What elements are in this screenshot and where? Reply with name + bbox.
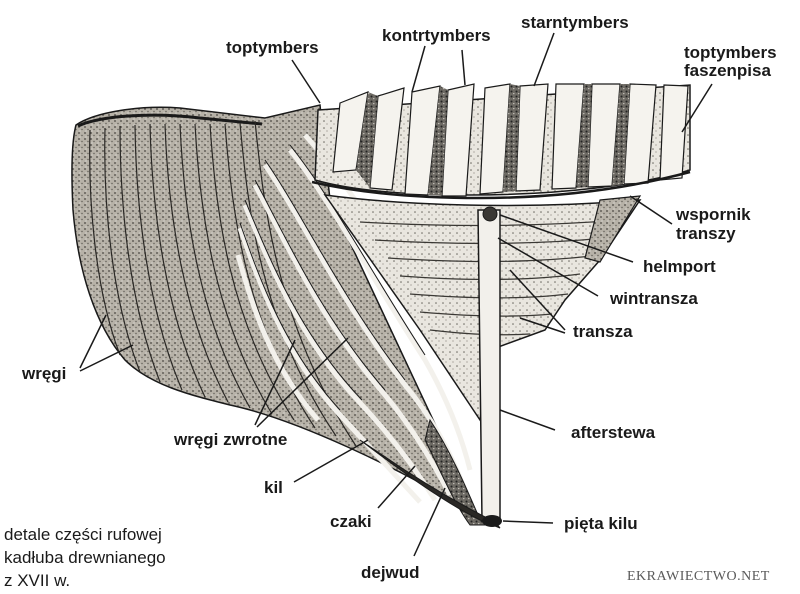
sternpost bbox=[477, 209, 501, 521]
top-timbers bbox=[332, 83, 689, 197]
label-kil: kil bbox=[264, 478, 283, 497]
label-afterstewa: afterstewa bbox=[571, 423, 656, 442]
top-timber-gaps bbox=[356, 84, 630, 196]
label-wintransza: wintransza bbox=[610, 289, 698, 308]
leader-lines bbox=[79, 32, 713, 557]
deck-lower-edge bbox=[311, 170, 691, 200]
label-transza: transza bbox=[573, 322, 633, 341]
figure-caption: detale części rufowej kadłuba drewnianeg… bbox=[4, 523, 166, 592]
label-dejwud: dejwud bbox=[361, 563, 420, 582]
label-wspornik-1: wspornik bbox=[676, 205, 751, 224]
caption-line-1: detale części rufowej bbox=[4, 525, 162, 544]
transom-knee bbox=[584, 195, 642, 263]
label-kontrtymbers: kontrtymbers bbox=[382, 26, 491, 45]
label-toptymbers-faszenpisa-2: faszenpisa bbox=[684, 61, 771, 80]
label-wregi: wręgi bbox=[22, 364, 67, 383]
caption-line-3: z XVII w. bbox=[4, 571, 71, 590]
label-wspornik-2: transzy bbox=[676, 224, 736, 243]
watermark: EKRAWIECTWO.NET bbox=[627, 569, 770, 584]
helmport-hole bbox=[482, 206, 498, 222]
label-helmport: helmport bbox=[643, 257, 716, 276]
label-toptymbers: toptymbers bbox=[226, 38, 319, 57]
label-czaki: czaki bbox=[330, 512, 372, 531]
label-toptymbers-faszenpisa-1: toptymbers bbox=[684, 43, 777, 62]
hull-rim bbox=[77, 113, 263, 128]
label-pieta-kilu: pięta kilu bbox=[564, 514, 638, 533]
cant-frame-edges bbox=[239, 144, 426, 411]
keel-heel bbox=[482, 515, 502, 527]
label-starntymbers: starntymbers bbox=[521, 13, 629, 32]
label-wregi-zwrotne: wręgi zwrotne bbox=[174, 430, 288, 449]
caption-line-2: kadłuba drewnianego bbox=[4, 548, 166, 567]
